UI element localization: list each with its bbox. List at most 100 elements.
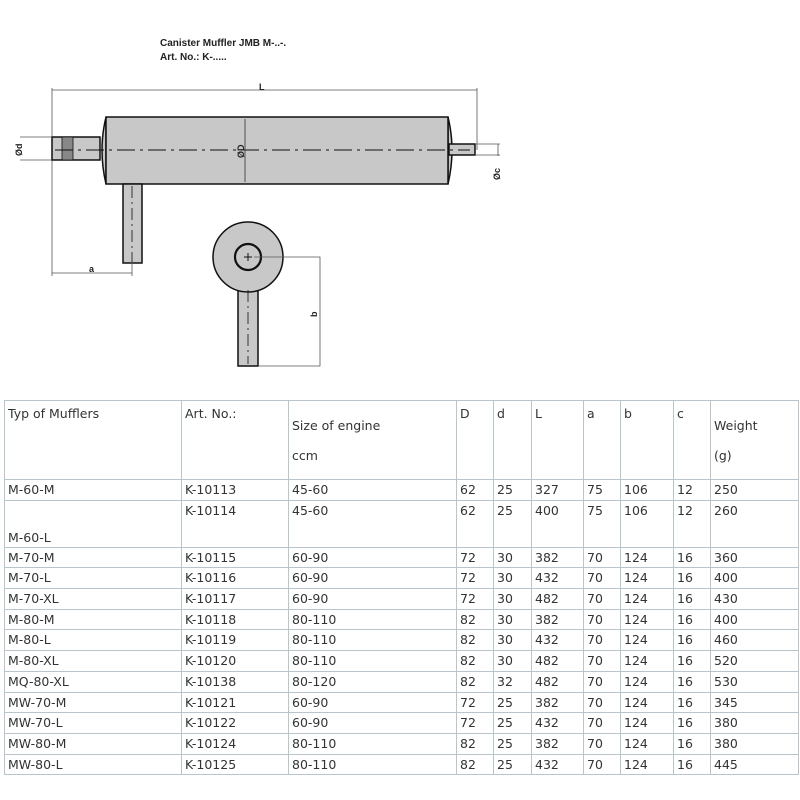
cell-weight: 250 — [710, 479, 799, 501]
cell-D: 82 — [456, 608, 494, 631]
cell-D: 82 — [456, 650, 494, 672]
cell-engine-size: 80-110 — [288, 753, 457, 776]
cell-weight: 380 — [710, 712, 799, 734]
table-header-row: Typ of Mufflers Art. No.: Size of engine… — [4, 400, 799, 480]
cell-d: 30 — [493, 567, 532, 590]
cell-L: 382 — [531, 546, 584, 569]
dimension-c — [475, 143, 500, 156]
cell-c: 16 — [673, 712, 711, 734]
cell-engine-size: 45-60 — [288, 499, 457, 548]
dimension-c-label: Øc — [492, 168, 502, 180]
cell-engine-size: 80-110 — [288, 650, 457, 672]
cell-engine-size: 80-110 — [288, 629, 457, 652]
cell-b: 106 — [620, 479, 674, 501]
dimension-L-label: L — [259, 82, 265, 92]
cell-type: M-60-L — [4, 499, 182, 548]
muffler-technical-drawing: Canister Muffler JMB M-..-. Art. No.: K-… — [14, 38, 502, 367]
cell-d: 30 — [493, 650, 532, 672]
cell-engine-size: 80-120 — [288, 670, 457, 693]
cell-art-no: K-10119 — [181, 629, 289, 652]
cell-c: 16 — [673, 670, 711, 693]
end-view — [212, 221, 284, 367]
cell-weight: 530 — [710, 670, 799, 693]
cell-type: M-70-M — [4, 546, 182, 569]
cell-D: 72 — [456, 712, 494, 734]
cell-engine-size: 80-110 — [288, 608, 457, 631]
cell-d: 32 — [493, 670, 532, 693]
cell-b: 124 — [620, 691, 674, 714]
cell-c: 16 — [673, 753, 711, 776]
cell-a: 75 — [583, 479, 621, 501]
cell-weight: 345 — [710, 691, 799, 714]
cell-weight: 430 — [710, 588, 799, 610]
cell-D: 72 — [456, 588, 494, 610]
cell-weight: 400 — [710, 608, 799, 631]
dimension-L — [51, 88, 478, 276]
cell-d: 30 — [493, 608, 532, 631]
header-c: c — [673, 400, 711, 480]
cell-a: 70 — [583, 691, 621, 714]
header-type: Typ of Mufflers — [4, 400, 182, 480]
cell-engine-size: 60-90 — [288, 691, 457, 714]
cell-b: 124 — [620, 753, 674, 776]
cell-type: MQ-80-XL — [4, 670, 182, 693]
cell-a: 70 — [583, 712, 621, 734]
cell-b: 124 — [620, 629, 674, 652]
cell-L: 432 — [531, 753, 584, 776]
cell-type: MW-70-M — [4, 691, 182, 714]
cell-weight: 460 — [710, 629, 799, 652]
cell-art-no: K-10114 — [181, 499, 289, 548]
cell-type: M-60-M — [4, 479, 182, 501]
cell-weight: 360 — [710, 546, 799, 569]
cell-D: 82 — [456, 629, 494, 652]
cell-type: M-70-XL — [4, 588, 182, 610]
drawing-art-no: Art. No.: K-..... — [160, 52, 227, 63]
cell-b: 124 — [620, 650, 674, 672]
cell-engine-size: 60-90 — [288, 567, 457, 590]
cell-L: 400 — [531, 499, 584, 548]
cell-D: 82 — [456, 753, 494, 776]
cell-a: 70 — [583, 650, 621, 672]
cell-c: 16 — [673, 691, 711, 714]
cell-D: 72 — [456, 691, 494, 714]
cell-L: 432 — [531, 712, 584, 734]
header-art-no: Art. No.: — [181, 400, 289, 480]
cell-type: M-80-XL — [4, 650, 182, 672]
cell-art-no: K-10121 — [181, 691, 289, 714]
cell-b: 124 — [620, 588, 674, 610]
drawing-title: Canister Muffler JMB M-..-. — [160, 38, 286, 49]
cell-c: 12 — [673, 479, 711, 501]
cell-type: MW-80-L — [4, 753, 182, 776]
header-L: L — [531, 400, 584, 480]
cell-d: 25 — [493, 712, 532, 734]
cell-art-no: K-10116 — [181, 567, 289, 590]
cell-D: 82 — [456, 670, 494, 693]
cell-L: 482 — [531, 588, 584, 610]
cell-engine-size: 60-90 — [288, 546, 457, 569]
header-engine-line1: Size of engine — [292, 418, 381, 433]
cell-type: M-80-M — [4, 608, 182, 631]
cell-b: 124 — [620, 546, 674, 569]
cell-c: 16 — [673, 732, 711, 755]
cell-c: 16 — [673, 588, 711, 610]
dimension-D-label: ØD — [236, 144, 246, 158]
cell-d: 25 — [493, 691, 532, 714]
cell-art-no: K-10125 — [181, 753, 289, 776]
cell-art-no: K-10120 — [181, 650, 289, 672]
cell-art-no: K-10124 — [181, 732, 289, 755]
cell-D: 62 — [456, 499, 494, 548]
cell-engine-size: 60-90 — [288, 588, 457, 610]
cell-a: 70 — [583, 608, 621, 631]
dimension-d-label: Ød — [14, 144, 24, 157]
cell-b: 124 — [620, 567, 674, 590]
cell-a: 75 — [583, 499, 621, 548]
